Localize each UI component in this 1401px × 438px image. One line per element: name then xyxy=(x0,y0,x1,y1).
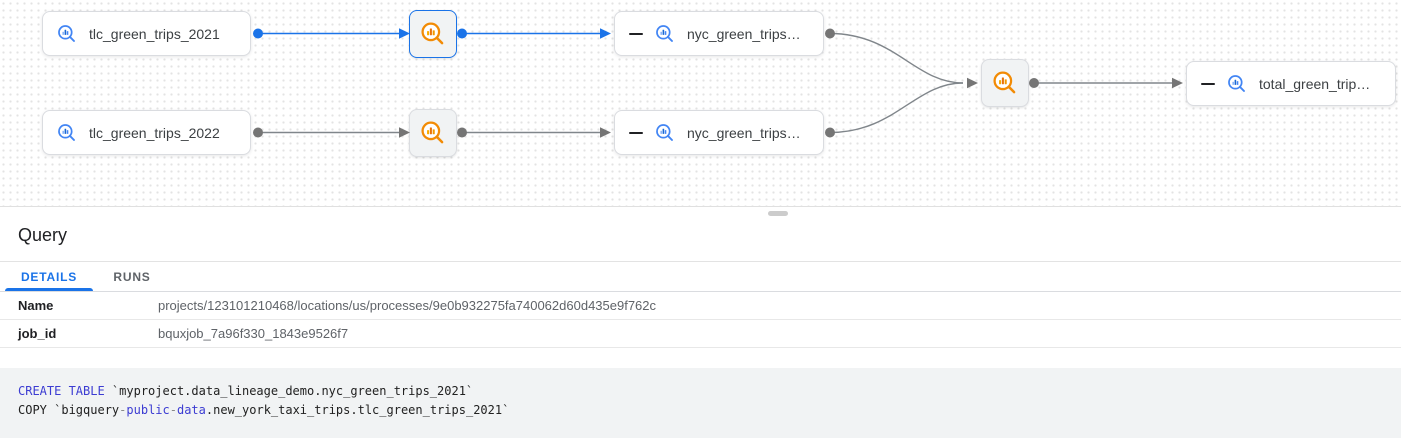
details-panel: Query DETAILS RUNS Name projects/1231012… xyxy=(0,207,1401,438)
collapse-icon[interactable] xyxy=(629,32,643,35)
bigquery-table-icon xyxy=(1227,74,1247,94)
table-row-name: Name projects/123101210468/locations/us/… xyxy=(0,292,1401,320)
sql-token: public xyxy=(126,403,170,417)
sql-token: - xyxy=(119,403,127,417)
edge-process-to-nyc2021 xyxy=(457,28,611,39)
row-value: bquxjob_7a96f330_1843e9526f7 xyxy=(158,326,349,341)
row-label: Name xyxy=(18,298,54,313)
process-node-copy-2022[interactable] xyxy=(409,109,457,157)
tab-details[interactable]: DETAILS xyxy=(5,262,93,291)
header-divider xyxy=(0,261,1401,262)
edge-process-to-nyc2022 xyxy=(457,127,611,138)
edge-nyc2022-to-merge xyxy=(825,77,978,138)
edge-nyc2021-to-merge xyxy=(825,28,964,84)
tab-bar: DETAILS RUNS xyxy=(0,262,1401,292)
edge-tlc2021-to-process xyxy=(253,28,410,39)
node-label: nyc_green_trips… xyxy=(687,25,801,42)
sql-token: COPY xyxy=(18,403,55,417)
table-row-job-id: job_id bquxjob_7a96f330_1843e9526f7 xyxy=(0,320,1401,348)
sql-line: CREATE TABLE `myproject.data_lineage_dem… xyxy=(18,382,1383,401)
bigquery-table-icon xyxy=(57,24,77,44)
tab-label: DETAILS xyxy=(20,269,78,284)
node-label: nyc_green_trips… xyxy=(687,124,801,141)
panel-resize-handle[interactable] xyxy=(768,211,788,216)
sql-token: - xyxy=(169,403,177,417)
active-tab-indicator xyxy=(5,288,93,291)
sql-token: `myproject.data_lineage_demo.nyc_green_t… xyxy=(104,384,474,398)
node-tlc-green-trips-2022[interactable]: tlc_green_trips_2022 xyxy=(42,110,251,155)
sql-token: .new_york_taxi_trips.tlc_green_trips_202… xyxy=(205,403,510,417)
collapse-icon[interactable] xyxy=(629,131,643,134)
node-nyc-green-trips-top[interactable]: nyc_green_trips… xyxy=(614,11,824,56)
row-value: projects/123101210468/locations/us/proce… xyxy=(158,298,657,313)
tab-runs[interactable]: RUNS xyxy=(93,262,171,291)
details-table: Name projects/123101210468/locations/us/… xyxy=(0,292,1401,348)
bigquery-table-icon xyxy=(655,24,675,44)
edge-merge-to-total xyxy=(1029,77,1183,89)
node-total-green-trips[interactable]: total_green_trip… xyxy=(1186,61,1396,106)
bigquery-table-icon xyxy=(655,123,675,143)
query-process-icon xyxy=(420,21,446,47)
process-node-merge[interactable] xyxy=(981,59,1029,107)
row-label: job_id xyxy=(18,326,57,341)
node-tlc-green-trips-2021[interactable]: tlc_green_trips_2021 xyxy=(42,11,251,56)
sql-line: COPY `bigquery-public-data.new_york_taxi… xyxy=(18,401,1383,420)
lineage-canvas[interactable]: tlc_green_trips_2021 nyc_green_trips… tl… xyxy=(0,0,1401,207)
node-label: tlc_green_trips_2022 xyxy=(89,124,220,141)
collapse-icon[interactable] xyxy=(1201,82,1215,85)
sql-code-block: CREATE TABLE `myproject.data_lineage_dem… xyxy=(0,368,1401,438)
sql-token: `bigquery xyxy=(54,403,120,417)
panel-title: Query xyxy=(18,225,68,245)
process-node-copy-2021[interactable] xyxy=(409,10,457,58)
bigquery-table-icon xyxy=(57,123,77,143)
node-label: tlc_green_trips_2021 xyxy=(89,25,220,42)
sql-token: CREATE TABLE xyxy=(18,384,105,398)
node-label: total_green_trip… xyxy=(1259,75,1371,92)
query-process-icon xyxy=(420,120,446,146)
node-nyc-green-trips-bottom[interactable]: nyc_green_trips… xyxy=(614,110,824,155)
tab-label: RUNS xyxy=(113,269,151,284)
sql-token: data xyxy=(176,403,206,417)
edge-tlc2022-to-process xyxy=(253,127,410,138)
query-process-icon xyxy=(992,70,1018,96)
